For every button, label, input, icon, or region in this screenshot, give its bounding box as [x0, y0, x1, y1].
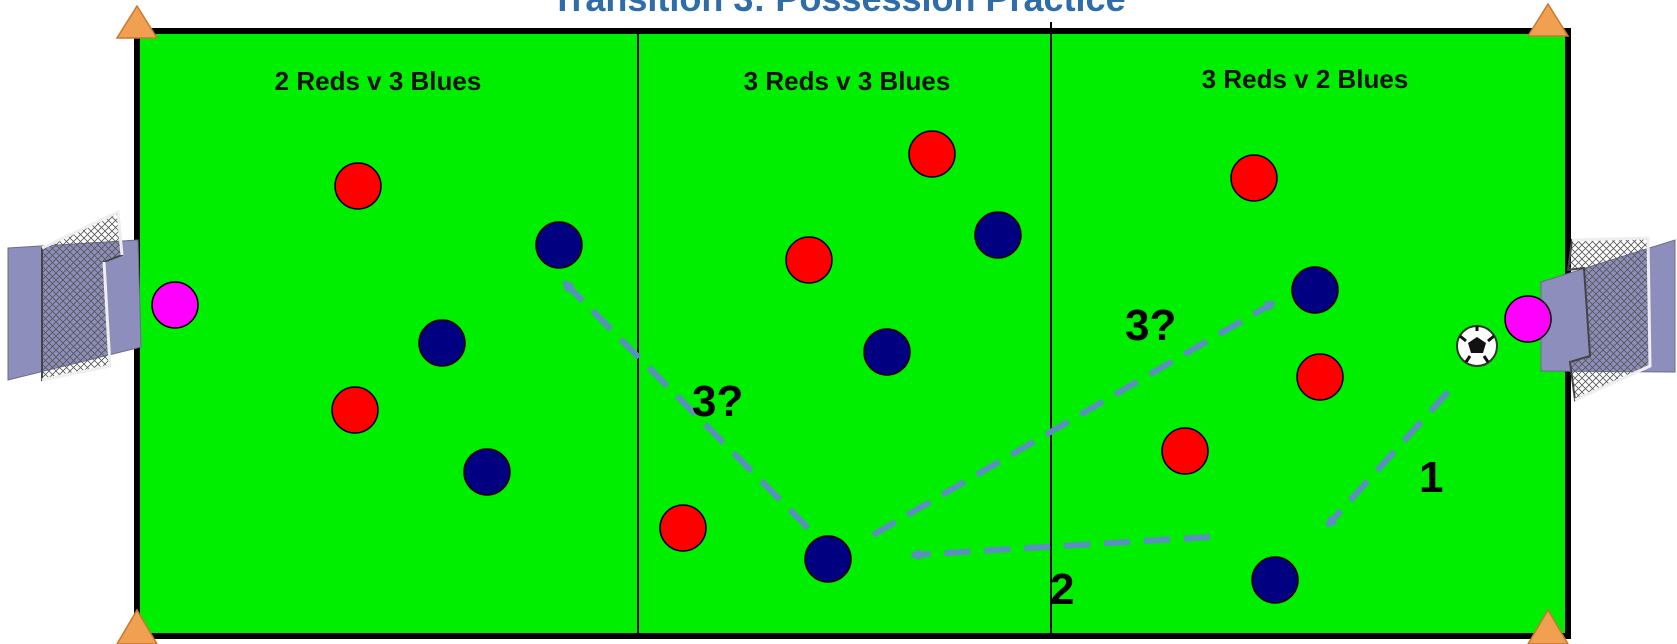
pass-label-3b: 3?: [1125, 301, 1176, 350]
red-player: [1162, 428, 1208, 474]
corner-cone-icon: [1528, 4, 1568, 36]
red-player: [1231, 155, 1277, 201]
red-player: [335, 163, 381, 209]
blue-player: [536, 222, 582, 268]
zone-label-right: 3 Reds v 2 Blues: [1202, 64, 1409, 94]
blue-player: [805, 536, 851, 582]
zone-label-middle: 3 Reds v 3 Blues: [744, 66, 951, 96]
red-player: [1297, 354, 1343, 400]
blue-player: [864, 329, 910, 375]
pass-label-2: 2: [1050, 565, 1074, 614]
corner-cone-icon: [117, 6, 157, 38]
red-player: [909, 131, 955, 177]
blue-player: [419, 320, 465, 366]
pass-label-3a: 3?: [692, 377, 743, 426]
blue-player: [975, 212, 1021, 258]
soccer-ball-icon: [1457, 326, 1497, 366]
red-player: [660, 505, 706, 551]
red-player: [786, 237, 832, 283]
goalkeeper: [1505, 296, 1551, 342]
blue-player: [464, 449, 510, 495]
goal-net-icon: [8, 212, 141, 380]
blue-player: [1252, 557, 1298, 603]
pitch: [137, 31, 1568, 636]
pass-label-1: 1: [1419, 453, 1443, 502]
blue-player: [1292, 267, 1338, 313]
red-player: [332, 387, 378, 433]
zone-label-left: 2 Reds v 3 Blues: [275, 66, 482, 96]
goalkeeper: [152, 282, 198, 328]
